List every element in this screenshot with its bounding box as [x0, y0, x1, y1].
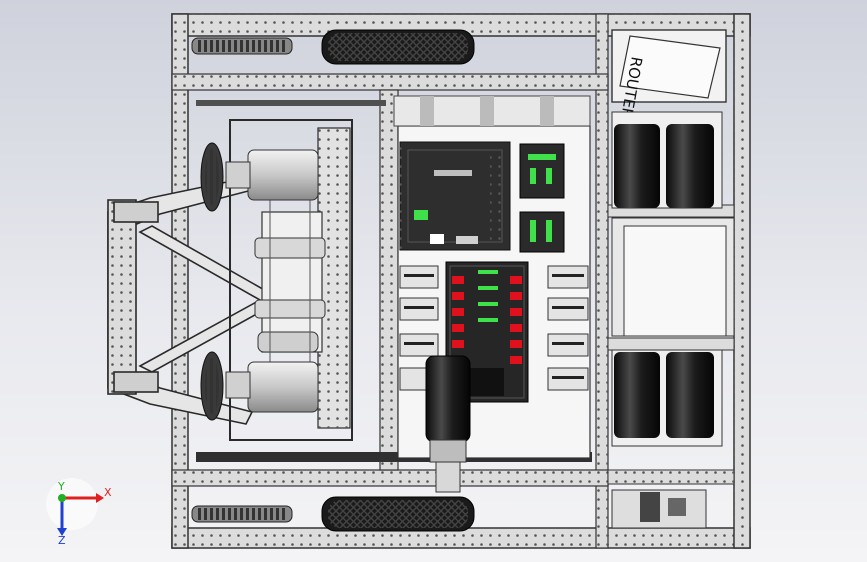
controller-stripes [404, 274, 584, 379]
outer-frame [171, 13, 751, 549]
control-board [399, 141, 511, 251]
upper-motor [200, 142, 319, 212]
fuse-bank-right [510, 276, 522, 364]
bottom-gear-track [191, 505, 293, 523]
y-axis-label: Y [57, 480, 65, 493]
battery-pack-upper [611, 111, 723, 209]
bottom-wheel [321, 496, 475, 532]
pcb-lower [519, 211, 565, 253]
top-wheel [321, 29, 475, 65]
z-axis-label: Z [58, 534, 66, 547]
pcb-upper [519, 143, 565, 199]
router-enclosure: ROUTER [611, 29, 727, 120]
chain-belt [196, 100, 592, 462]
intake-arm [107, 177, 284, 425]
intake-frame [229, 119, 353, 441]
rear-bracket [611, 489, 707, 529]
top-gear-track [191, 37, 293, 55]
compressor [425, 355, 471, 493]
lower-motor [200, 351, 319, 421]
x-axis-label: X [104, 486, 112, 499]
battery-pack-lower [611, 349, 723, 447]
indicator-leds [478, 270, 498, 322]
axis-triad: X Y Z [46, 478, 112, 547]
mount-plate [611, 217, 735, 337]
